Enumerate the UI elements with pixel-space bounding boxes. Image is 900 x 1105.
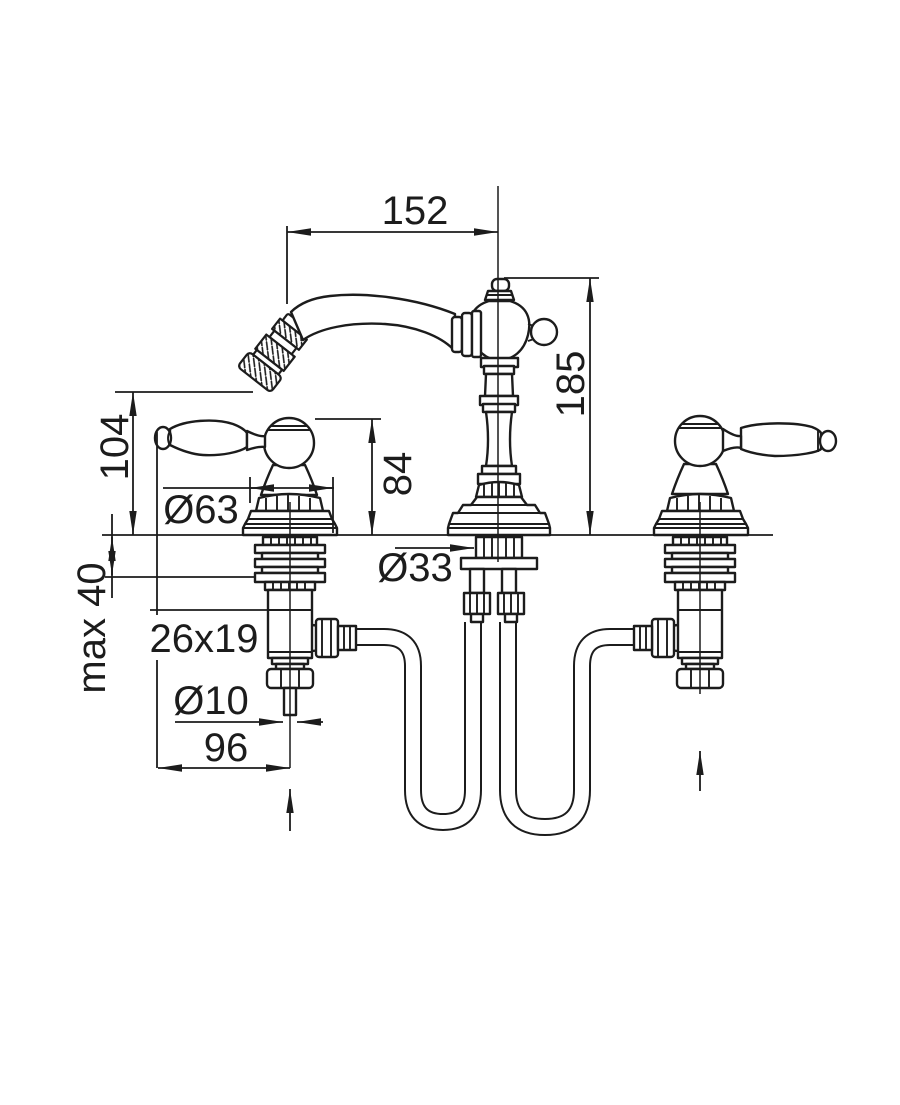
lever-tip — [818, 429, 838, 453]
aerator-face — [238, 352, 282, 392]
handle-base — [652, 509, 750, 537]
spout-tube — [289, 293, 457, 351]
handle-lever — [168, 419, 249, 457]
dimension-supply-pipe-diameter: Ø10 — [173, 679, 323, 726]
center-shank-assembly — [459, 535, 539, 624]
dimension-max-deck-thickness: max 40 — [70, 514, 255, 694]
dim-label-handle-height: 84 — [376, 452, 420, 497]
flexible-hose-left — [356, 622, 482, 832]
dim-label-supply-pipe-diameter: Ø10 — [173, 679, 249, 723]
dimension-spout-height: 185 — [504, 277, 599, 535]
left-valve-body — [253, 535, 358, 717]
right-handle — [652, 414, 838, 537]
dim-label-body-section: 26x19 — [150, 617, 259, 661]
dim-label-deck-hole-diameter: Ø33 — [377, 546, 453, 590]
diverter-knob — [529, 317, 559, 347]
dimension-body-section: 26x19 — [150, 609, 268, 661]
dim-label-handle-base-diameter: Ø63 — [163, 488, 239, 532]
center-spout-unit — [289, 277, 559, 537]
column-shaft — [484, 410, 514, 468]
right-valve-body — [632, 535, 737, 690]
mounting-flange — [459, 556, 539, 571]
dim-label-spout-height: 185 — [549, 351, 593, 418]
flexible-hose-right — [499, 622, 634, 837]
dimension-outlet-height: 104 — [93, 391, 253, 535]
lever-tip — [153, 425, 173, 451]
dimension-handle-reach: 96 — [156, 432, 290, 772]
finial-cap — [490, 277, 511, 293]
dimension-handle-height: 84 — [315, 418, 420, 535]
hose-nut — [314, 617, 340, 659]
dimension-handle-base-diameter: Ø63 — [163, 477, 334, 533]
dim-label-handle-reach: 96 — [204, 726, 249, 770]
dim-label-outlet-height: 104 — [93, 414, 137, 481]
dimension-deck-hole-diameter: Ø33 — [377, 544, 474, 590]
centerlines — [289, 186, 701, 768]
dimension-spout-reach: 152 — [286, 189, 498, 304]
dim-label-max-deck-thickness: max 40 — [70, 562, 114, 693]
handle-lever — [739, 422, 823, 458]
spray-nozzle — [238, 313, 311, 392]
column-base — [446, 495, 552, 537]
hose-nut — [650, 617, 676, 659]
dim-label-spout-reach: 152 — [382, 189, 449, 233]
